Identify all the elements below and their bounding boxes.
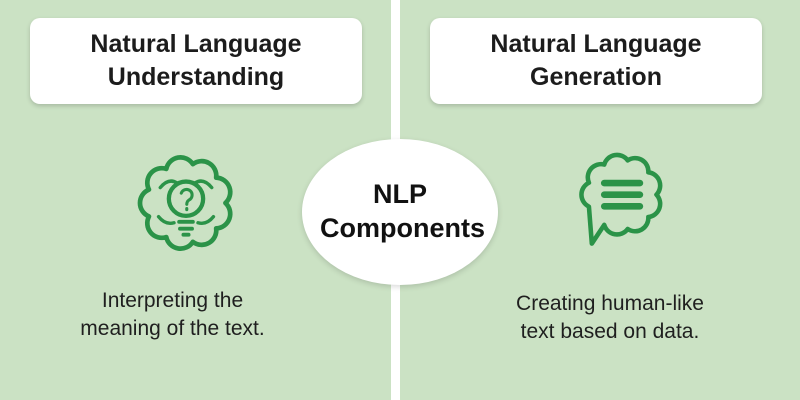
- speech-bubble-icon: [562, 140, 678, 256]
- nlu-heading: Natural Language Understanding: [90, 30, 302, 91]
- nlg-heading: Natural Language Generation: [490, 30, 702, 91]
- nlu-heading-card: Natural Language Understanding: [30, 18, 362, 104]
- nlg-heading-card: Natural Language Generation: [430, 18, 762, 104]
- nlg-caption: Creating human-like text based on data.: [516, 292, 704, 344]
- center-ellipse: NLP Components: [302, 139, 498, 285]
- nlu-caption: Interpreting the meaning of the text.: [80, 289, 265, 341]
- brain-lightbulb-icon: [126, 143, 246, 263]
- diagram-title: NLP Components: [320, 179, 485, 243]
